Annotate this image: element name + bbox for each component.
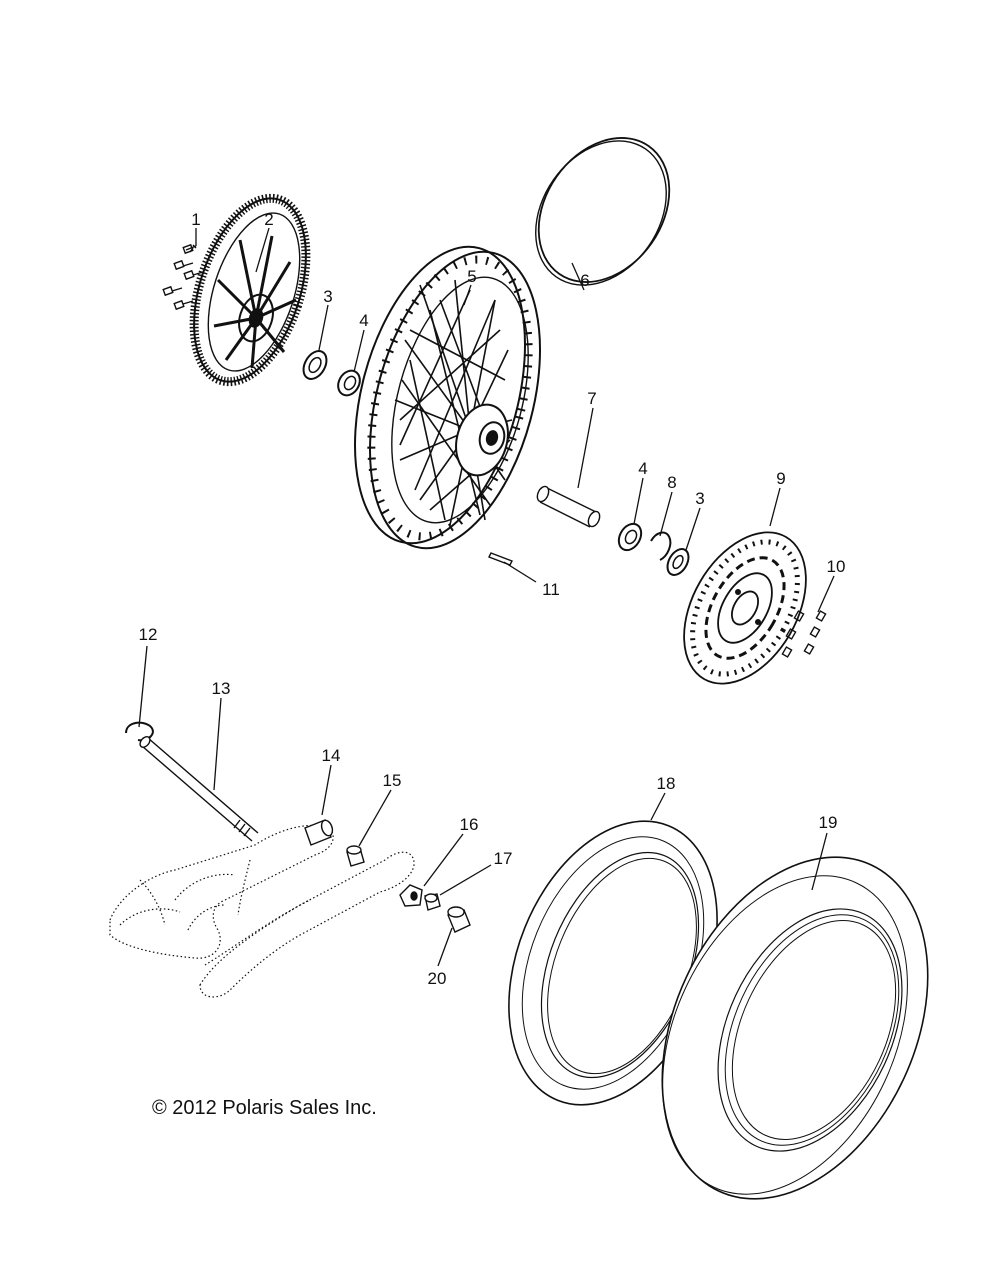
axle-cap-part-20 [447,906,471,933]
callout-12: 12 [139,625,158,644]
seal-part-3-right [666,548,690,576]
spacer-part-15 [346,845,365,867]
key-part-11 [488,552,513,566]
callout-11: 11 [542,580,560,599]
seal-part-3-left [302,350,328,380]
callout-17: 17 [494,849,513,868]
callout-14: 14 [322,746,341,765]
callout-10: 10 [827,557,846,576]
callout-19: 19 [819,813,838,832]
brake-disc-part-9 [683,531,807,685]
snap-ring-part-8 [650,531,672,561]
callout-13: 13 [212,679,231,698]
callout-9: 9 [776,469,785,488]
callout-4-left: 4 [359,311,368,330]
axle-spacer-part-7 [536,485,601,528]
axle-part-13 [139,736,259,842]
bearing-part-4-left [337,369,361,397]
bolts-part-10 [781,610,827,658]
leader-lines [138,227,835,967]
rim-strip-part-6 [535,137,671,286]
callout-6: 6 [580,271,589,290]
adjuster-part-16 [399,884,423,907]
callout-3-right: 3 [695,489,704,508]
tire-part-19 [661,856,929,1200]
copyright-notice: © 2012 Polaris Sales Inc. [152,1097,377,1119]
sprocket-pulley-part-2 [189,193,311,387]
callout-5: 5 [467,267,476,286]
callout-20: 20 [428,969,447,988]
bearing-part-4-right [617,522,643,552]
callout-2: 2 [264,210,273,229]
callout-8: 8 [667,473,676,492]
nut-part-17 [424,893,441,911]
callout-18: 18 [657,774,676,793]
callout-3-left: 3 [323,287,332,306]
spoked-wheel-part-5 [354,245,541,550]
callout-1: 1 [191,210,200,229]
bolts-part-1 [162,243,204,311]
bushing-part-14 [304,819,334,846]
callout-7: 7 [587,389,596,408]
callout-15: 15 [383,771,402,790]
callout-labels: 1 2 3 4 5 6 7 4 8 3 9 10 11 12 13 14 15 … [139,210,846,988]
callout-4-right: 4 [638,459,647,478]
callout-16: 16 [460,815,479,834]
swingarm [109,824,415,998]
